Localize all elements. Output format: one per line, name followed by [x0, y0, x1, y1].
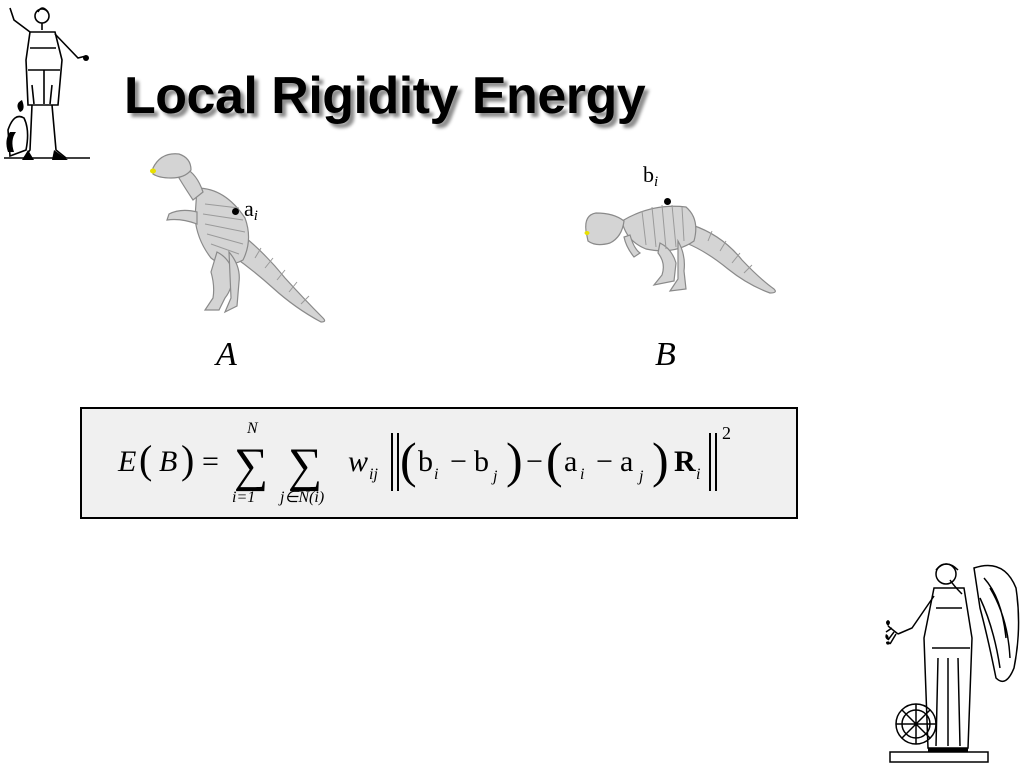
dinosaur-model-b	[582, 185, 782, 300]
shape-b-label: B	[655, 336, 676, 373]
energy-formula: E ( B ) = N ∑ i=1 ∑ j∈N(i) w ij ( b i − …	[117, 420, 731, 506]
formula-lhs-func: E	[117, 445, 136, 478]
weight-symbol: w	[348, 445, 368, 478]
minus-sign: −	[450, 445, 467, 478]
a-i-symbol: a	[564, 445, 577, 478]
b-i-subscript: i	[434, 466, 438, 483]
formula-paren: )	[652, 432, 669, 488]
sum1-upper: N	[246, 420, 259, 437]
formula-lhs-arg: B	[159, 445, 177, 478]
winged-victory-statue-icon	[884, 548, 1024, 768]
formula-equals: =	[202, 445, 219, 478]
sum1-lower: i=1	[232, 489, 255, 506]
formula-paren: )	[506, 432, 523, 488]
sum2-symbol: ∑	[288, 439, 322, 492]
point-b-label: bi	[643, 162, 659, 190]
energy-formula-box: E ( B ) = N ∑ i=1 ∑ j∈N(i) w ij ( b i − …	[80, 407, 798, 519]
formula-paren: )	[181, 437, 194, 482]
minus-sign: −	[596, 445, 613, 478]
classical-statue-icon	[0, 0, 100, 165]
b-j-subscript: j	[491, 468, 498, 485]
b-j-symbol: b	[474, 445, 489, 478]
a-i-subscript: i	[580, 466, 584, 483]
minus-sign: −	[526, 445, 543, 478]
b-i-symbol: b	[418, 445, 433, 478]
formula-paren: (	[400, 432, 417, 488]
weight-subscript: ij	[369, 466, 378, 483]
dinosaur-model-a	[145, 148, 330, 328]
exponent: 2	[722, 423, 731, 443]
a-j-symbol: a	[620, 445, 633, 478]
formula-paren: (	[546, 432, 563, 488]
point-b-marker	[664, 198, 671, 205]
a-j-subscript: j	[637, 468, 644, 485]
sum1-symbol: ∑	[234, 439, 268, 492]
shape-a-label: A	[216, 336, 237, 373]
sum2-lower: j∈N(i)	[278, 489, 324, 506]
rotation-symbol: R	[674, 445, 696, 478]
rotation-subscript: i	[696, 466, 700, 483]
point-a-label: ai	[244, 196, 258, 224]
slide-title: Local Rigidity Energy	[124, 67, 646, 125]
point-a-marker	[232, 208, 239, 215]
formula-paren: (	[139, 437, 152, 482]
